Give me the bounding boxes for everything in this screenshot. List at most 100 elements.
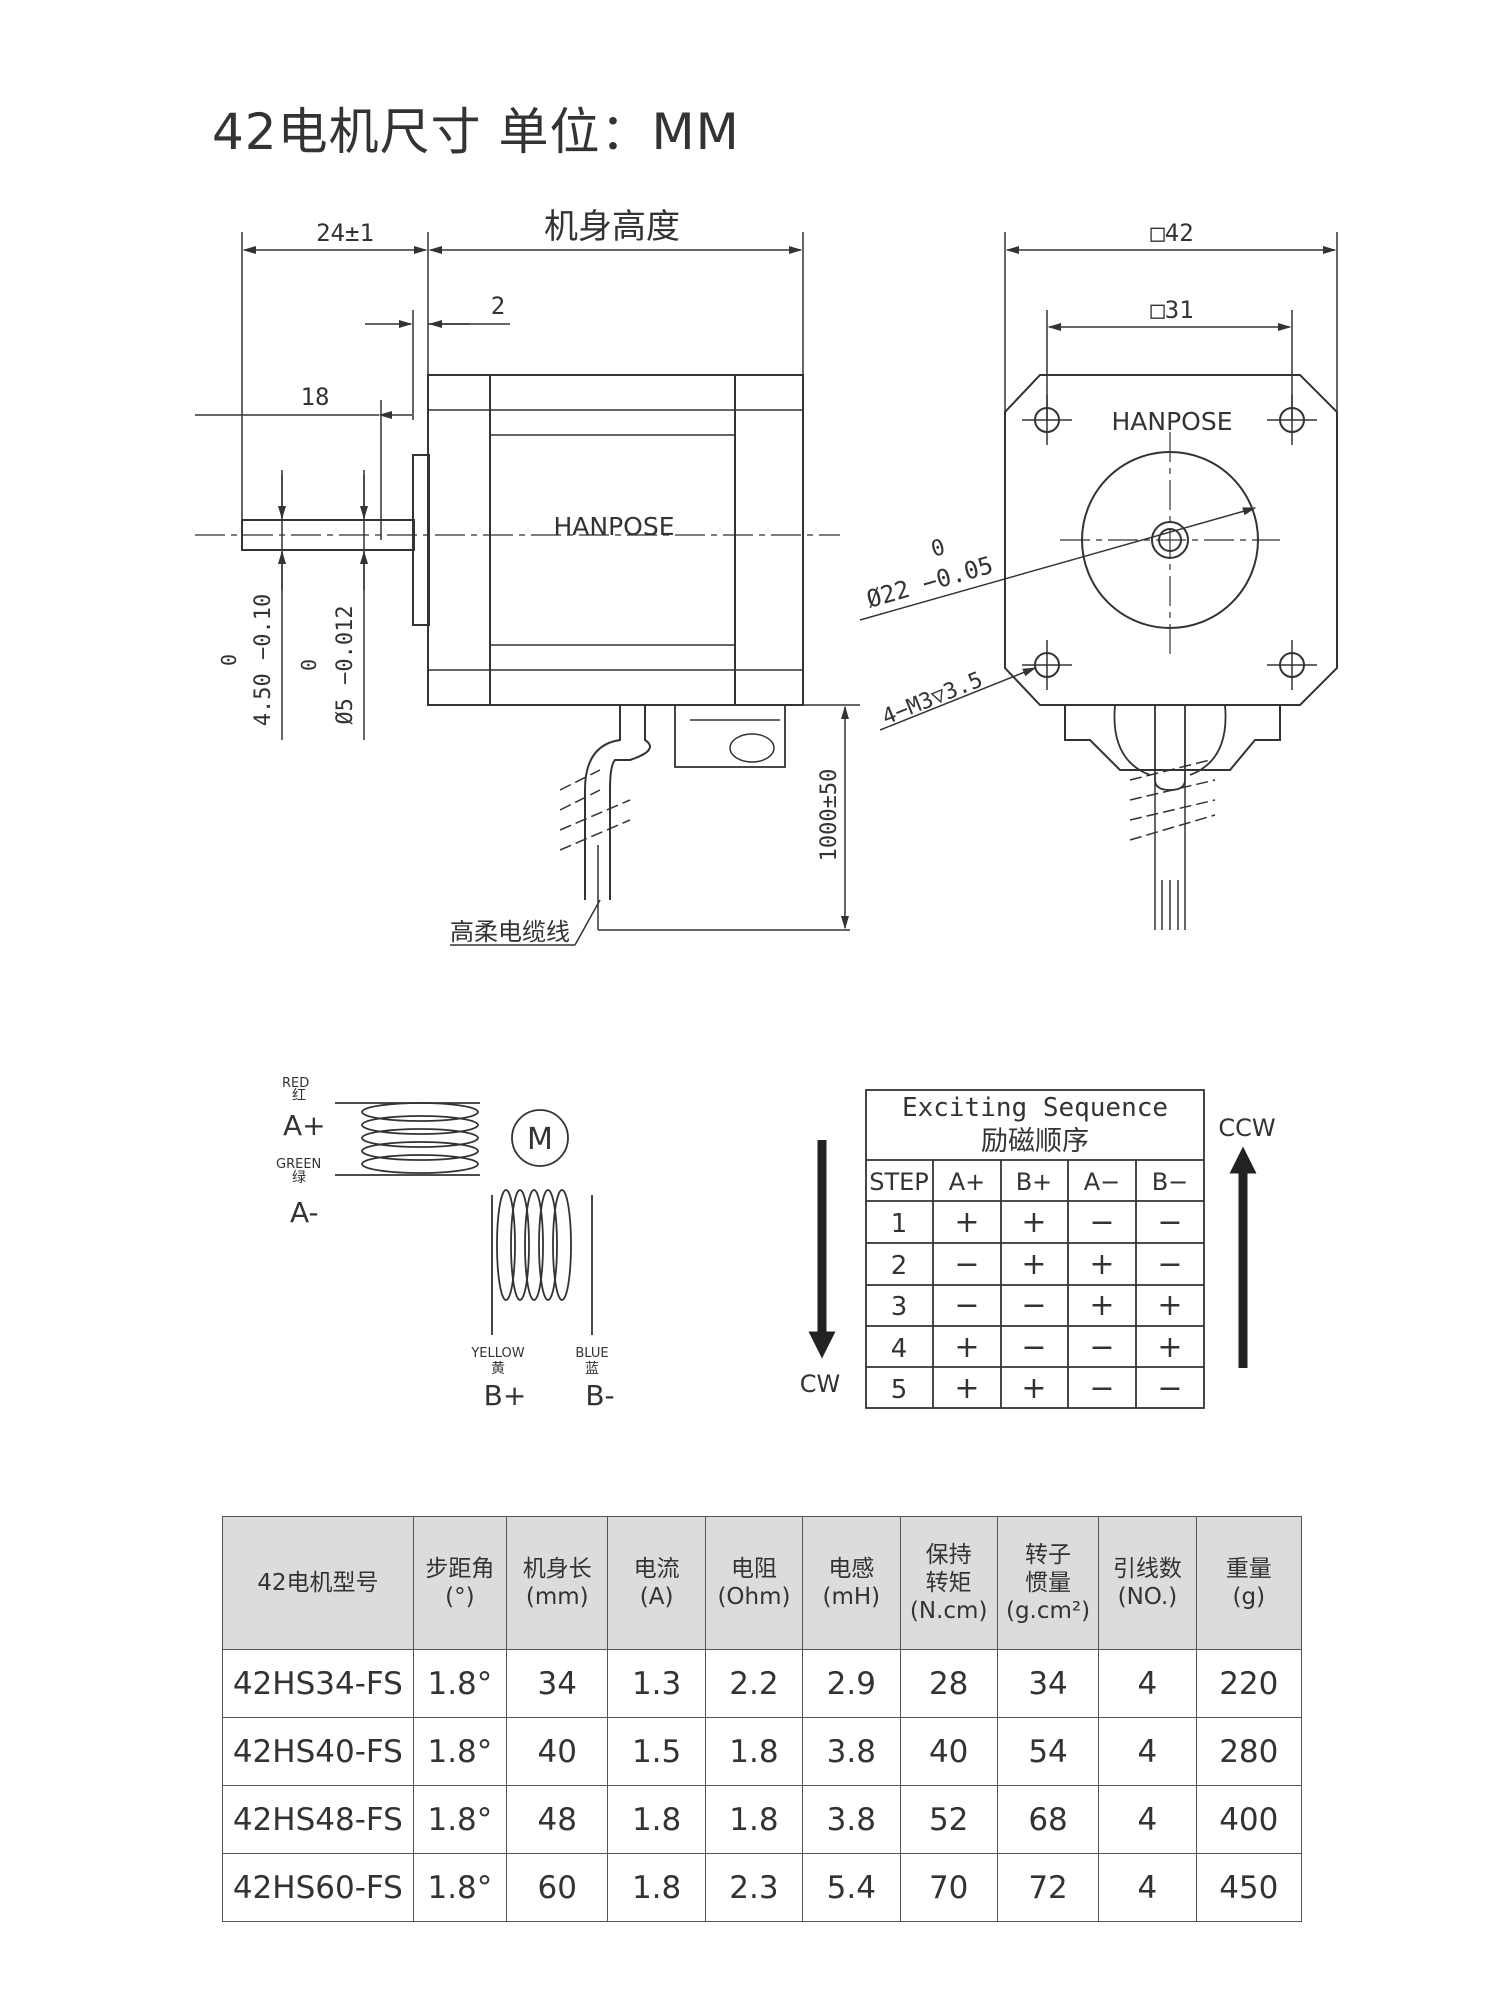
sequence-cell: + (954, 1371, 979, 1406)
sequence-cell: 1 (891, 1209, 908, 1239)
spec-cell: 34 (506, 1649, 609, 1718)
b-minus-label: B- (585, 1379, 614, 1412)
page-title: 42电机尺寸 单位：MM (212, 103, 740, 161)
spec-cell: 28 (899, 1649, 998, 1718)
sequence-cell: − (1089, 1371, 1114, 1406)
spec-cell: 2.9 (802, 1649, 901, 1718)
spec-cell: 2.3 (704, 1853, 804, 1922)
spec-cell: 3.8 (802, 1785, 901, 1854)
spec-header-cell: 引线数(NO.) (1098, 1516, 1197, 1650)
sequence-cell: − (1157, 1247, 1182, 1282)
sequence-cell: − (1021, 1330, 1046, 1365)
boss-dim: 2 (491, 292, 505, 320)
shaft-total-dim: 24±1 (316, 219, 374, 247)
sequence-cell: + (1089, 1247, 1114, 1282)
motor-label: M (527, 1122, 553, 1157)
shaft-length-dim: 18 (301, 383, 330, 411)
model-cell: 42HS40-FS (222, 1717, 414, 1786)
spec-cell: 220 (1195, 1649, 1303, 1718)
sequence-cell: 5 (891, 1375, 908, 1405)
sequence-header-cell: STEP (869, 1168, 929, 1196)
yellow-cn-label: 黄 (491, 1360, 505, 1377)
sequence-cell: + (1021, 1247, 1046, 1282)
square-outer-dim: □42 (1150, 219, 1193, 247)
sequence-title-cn: 励磁顺序 (981, 1126, 1089, 1157)
spec-header-cell: 电流(A) (607, 1516, 706, 1650)
shaft-tol-top: 0 (297, 659, 321, 671)
cable-label: 高柔电缆线 (450, 918, 570, 946)
spec-cell: 34 (996, 1649, 1100, 1718)
pilot-dia-dim: Ø22 −0.05 (863, 551, 996, 614)
spec-cell: 450 (1195, 1853, 1303, 1922)
sequence-cell: 2 (891, 1251, 908, 1281)
spec-cell: 400 (1195, 1785, 1303, 1854)
spec-cell: 72 (996, 1853, 1100, 1922)
motor-drawing: 24±1 机身高度 2 18 HANPOSE 0 4.50 −0.10 0 Ø5… (195, 207, 1338, 1412)
spec-cell: 2.2 (704, 1649, 804, 1718)
green-cn-label: 绿 (292, 1170, 306, 1186)
spec-header-cell: 42电机型号 (222, 1516, 414, 1650)
sequence-cell: + (1157, 1330, 1182, 1365)
spec-cell: 3.8 (802, 1717, 901, 1786)
square-inner-dim: □31 (1150, 296, 1193, 324)
sequence-header-cell: A+ (949, 1168, 986, 1196)
spec-cell: 1.8° (412, 1785, 508, 1854)
flat-tol-top: 0 (217, 654, 241, 666)
spec-cell: 40 (899, 1717, 998, 1786)
spec-cell: 54 (996, 1717, 1100, 1786)
spec-cell: 1.8 (704, 1717, 804, 1786)
sequence-cell: + (1089, 1288, 1114, 1323)
spec-header-cell: 电阻(Ohm) (704, 1516, 804, 1650)
spec-header-row: 42电机型号 步距角(°) 机身长(mm) 电流(A) 电阻(Ohm) 电感(m… (222, 1516, 1303, 1650)
sequence-header-cell: B+ (1016, 1168, 1053, 1196)
model-cell: 42HS60-FS (222, 1853, 414, 1922)
yellow-en-label: YELLOW (470, 1346, 524, 1361)
blue-en-label: BLUE (575, 1346, 608, 1361)
a-minus-label: A- (290, 1196, 319, 1229)
sequence-header-cell: B− (1152, 1168, 1189, 1196)
sequence-cell: + (954, 1330, 979, 1365)
spec-cell: 60 (506, 1853, 609, 1922)
sequence-cell: − (954, 1247, 979, 1282)
spec-cell: 1.8° (412, 1649, 508, 1718)
spec-header-cell: 转子惯量(g.cm²) (996, 1516, 1100, 1650)
body-height-label: 机身高度 (544, 207, 680, 247)
pilot-tol-top: 0 (928, 535, 948, 563)
spec-cell: 280 (1195, 1717, 1303, 1786)
spec-cell: 1.5 (607, 1717, 706, 1786)
spec-header-cell: 保持转矩(N.cm) (899, 1516, 998, 1650)
wiring-diagram (335, 1102, 593, 1335)
green-en-label: GREEN (276, 1157, 321, 1172)
spec-cell: 4 (1098, 1717, 1197, 1786)
sequence-cell: − (1089, 1330, 1114, 1365)
sequence-table (865, 1089, 1205, 1409)
a-plus-label: A+ (283, 1109, 326, 1142)
brand-side-label: HANPOSE (553, 512, 674, 541)
spec-cell: 68 (996, 1785, 1100, 1854)
cw-label: CW (800, 1370, 841, 1398)
spec-header-cell: 步距角(°) (412, 1516, 508, 1650)
spec-cell: 1.8 (607, 1785, 706, 1854)
spec-cell: 1.8° (412, 1717, 508, 1786)
spec-cell: 4 (1098, 1853, 1197, 1922)
brand-front-label: HANPOSE (1111, 407, 1232, 436)
spec-cell: 1.8 (704, 1785, 804, 1854)
spec-header-cell: 重量(g) (1195, 1516, 1303, 1650)
spec-cell: 1.8 (607, 1853, 706, 1922)
model-cell: 42HS48-FS (222, 1785, 414, 1854)
sequence-cell: 3 (891, 1292, 908, 1322)
sequence-cell: + (1021, 1371, 1046, 1406)
spec-cell: 1.3 (607, 1649, 706, 1718)
sequence-cell: − (1021, 1288, 1046, 1323)
spec-header-cell: 电感(mH) (802, 1516, 901, 1650)
spec-cell: 52 (899, 1785, 998, 1854)
spec-cell: 1.8° (412, 1853, 508, 1922)
sequence-title-en: Exciting Sequence (902, 1093, 1168, 1123)
spec-header-cell: 机身长(mm) (506, 1516, 609, 1650)
sequence-cell: 4 (891, 1334, 908, 1364)
flat-dim: 4.50 −0.10 (251, 594, 276, 726)
holes-dim: 4−M3▽3.5 (879, 668, 987, 731)
